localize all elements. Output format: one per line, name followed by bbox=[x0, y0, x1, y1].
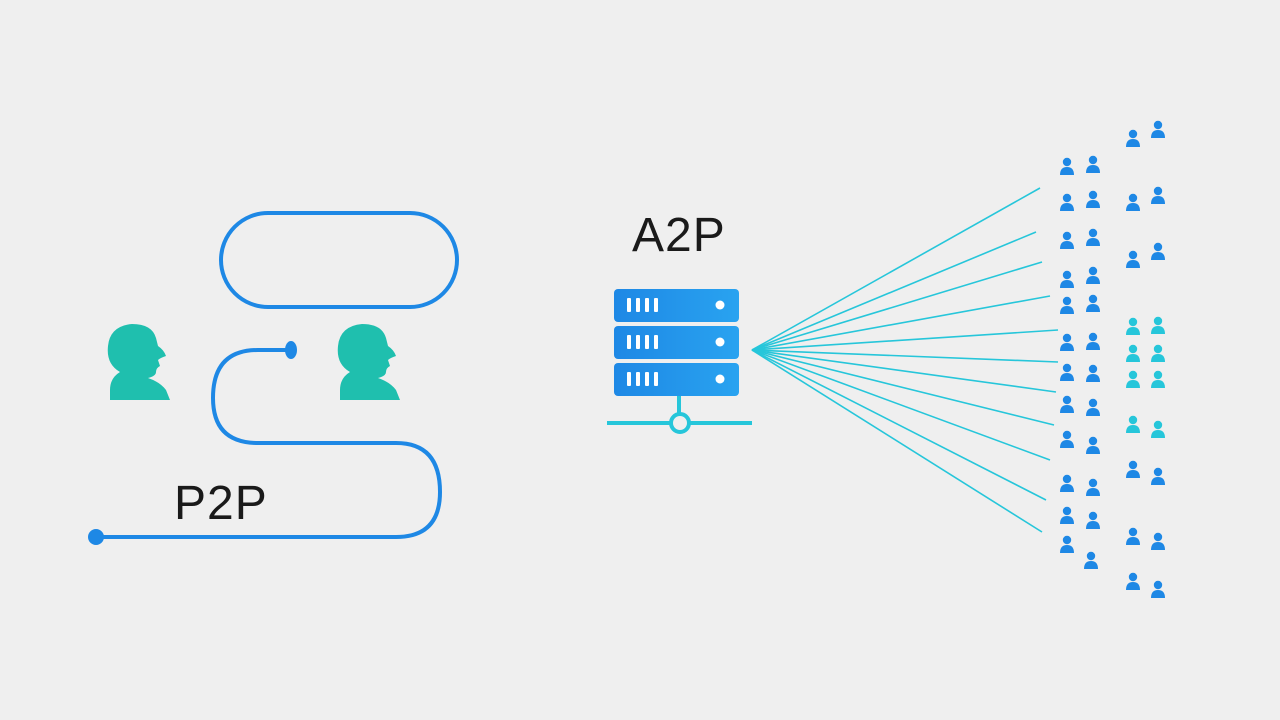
recipient-user-icon bbox=[1151, 370, 1165, 388]
recipient-user-icon bbox=[1126, 317, 1140, 335]
p2p-message-path bbox=[94, 348, 443, 539]
recipient-users bbox=[1060, 120, 1165, 598]
fanout-line bbox=[751, 261, 1043, 351]
recipient-user-icon bbox=[1151, 420, 1165, 438]
fanout-line bbox=[751, 349, 1057, 393]
a2p-section bbox=[607, 120, 1165, 598]
fanout-line bbox=[751, 349, 1043, 533]
a2p-label: A2P bbox=[632, 209, 726, 262]
recipient-user-icon bbox=[1086, 436, 1100, 454]
recipient-user-icon bbox=[1086, 294, 1100, 312]
recipient-user-icon bbox=[1086, 332, 1100, 350]
recipient-user-icon bbox=[1086, 511, 1100, 529]
recipient-user-icon bbox=[1151, 186, 1165, 204]
recipient-user-icon bbox=[1086, 190, 1100, 208]
fanout-line bbox=[751, 349, 1047, 501]
recipient-user-icon bbox=[1060, 506, 1074, 524]
p2p-path-end-dot bbox=[285, 341, 297, 359]
recipient-user-icon bbox=[1060, 363, 1074, 381]
server-rack-icon bbox=[607, 289, 752, 434]
recipient-user-icon bbox=[1126, 370, 1140, 388]
p2p-section bbox=[88, 211, 459, 545]
recipient-user-icon bbox=[1151, 242, 1165, 260]
sender-person-icon bbox=[107, 324, 170, 400]
recipient-user-icon bbox=[1086, 364, 1100, 382]
recipient-user-icon bbox=[1126, 344, 1140, 362]
recipient-user-icon bbox=[1060, 430, 1074, 448]
recipient-user-icon bbox=[1126, 460, 1140, 478]
fanout-line bbox=[751, 349, 1051, 461]
recipient-user-icon bbox=[1060, 474, 1074, 492]
recipient-user-icon bbox=[1126, 193, 1140, 211]
recipient-user-icon bbox=[1060, 333, 1074, 351]
recipient-user-icon bbox=[1060, 193, 1074, 211]
recipient-user-icon bbox=[1086, 155, 1100, 173]
recipient-user-icon bbox=[1151, 532, 1165, 550]
recipient-user-icon bbox=[1086, 398, 1100, 416]
recipient-user-icon bbox=[1151, 120, 1165, 138]
recipient-user-icon bbox=[1086, 478, 1100, 496]
recipient-user-icon bbox=[1060, 296, 1074, 314]
recipient-user-icon bbox=[1151, 467, 1165, 485]
recipient-user-icon bbox=[1151, 344, 1165, 362]
recipient-user-icon bbox=[1126, 250, 1140, 268]
fanout-line bbox=[751, 349, 1055, 426]
recipient-user-icon bbox=[1060, 535, 1074, 553]
receiver-person-icon bbox=[337, 324, 400, 400]
recipient-user-icon bbox=[1151, 580, 1165, 598]
recipient-user-icon bbox=[1086, 266, 1100, 284]
fanout-line bbox=[751, 231, 1037, 351]
recipient-user-icon bbox=[1060, 395, 1074, 413]
fanout-line bbox=[751, 329, 1059, 351]
fanout-lines bbox=[751, 187, 1059, 533]
p2p-label: P2P bbox=[174, 477, 268, 530]
recipient-user-icon bbox=[1126, 415, 1140, 433]
recipient-user-icon bbox=[1086, 228, 1100, 246]
recipient-user-icon bbox=[1126, 572, 1140, 590]
fanout-line bbox=[751, 295, 1051, 351]
recipient-user-icon bbox=[1060, 157, 1074, 175]
p2p-path-start-dot bbox=[88, 529, 104, 545]
recipient-user-icon bbox=[1084, 551, 1098, 569]
p2p-message-loop bbox=[219, 211, 459, 309]
recipient-user-icon bbox=[1126, 527, 1140, 545]
recipient-user-icon bbox=[1126, 129, 1140, 147]
fanout-line bbox=[751, 187, 1041, 351]
recipient-user-icon bbox=[1060, 231, 1074, 249]
fanout-line bbox=[751, 349, 1059, 363]
recipient-user-icon bbox=[1151, 316, 1165, 334]
recipient-user-icon bbox=[1060, 270, 1074, 288]
